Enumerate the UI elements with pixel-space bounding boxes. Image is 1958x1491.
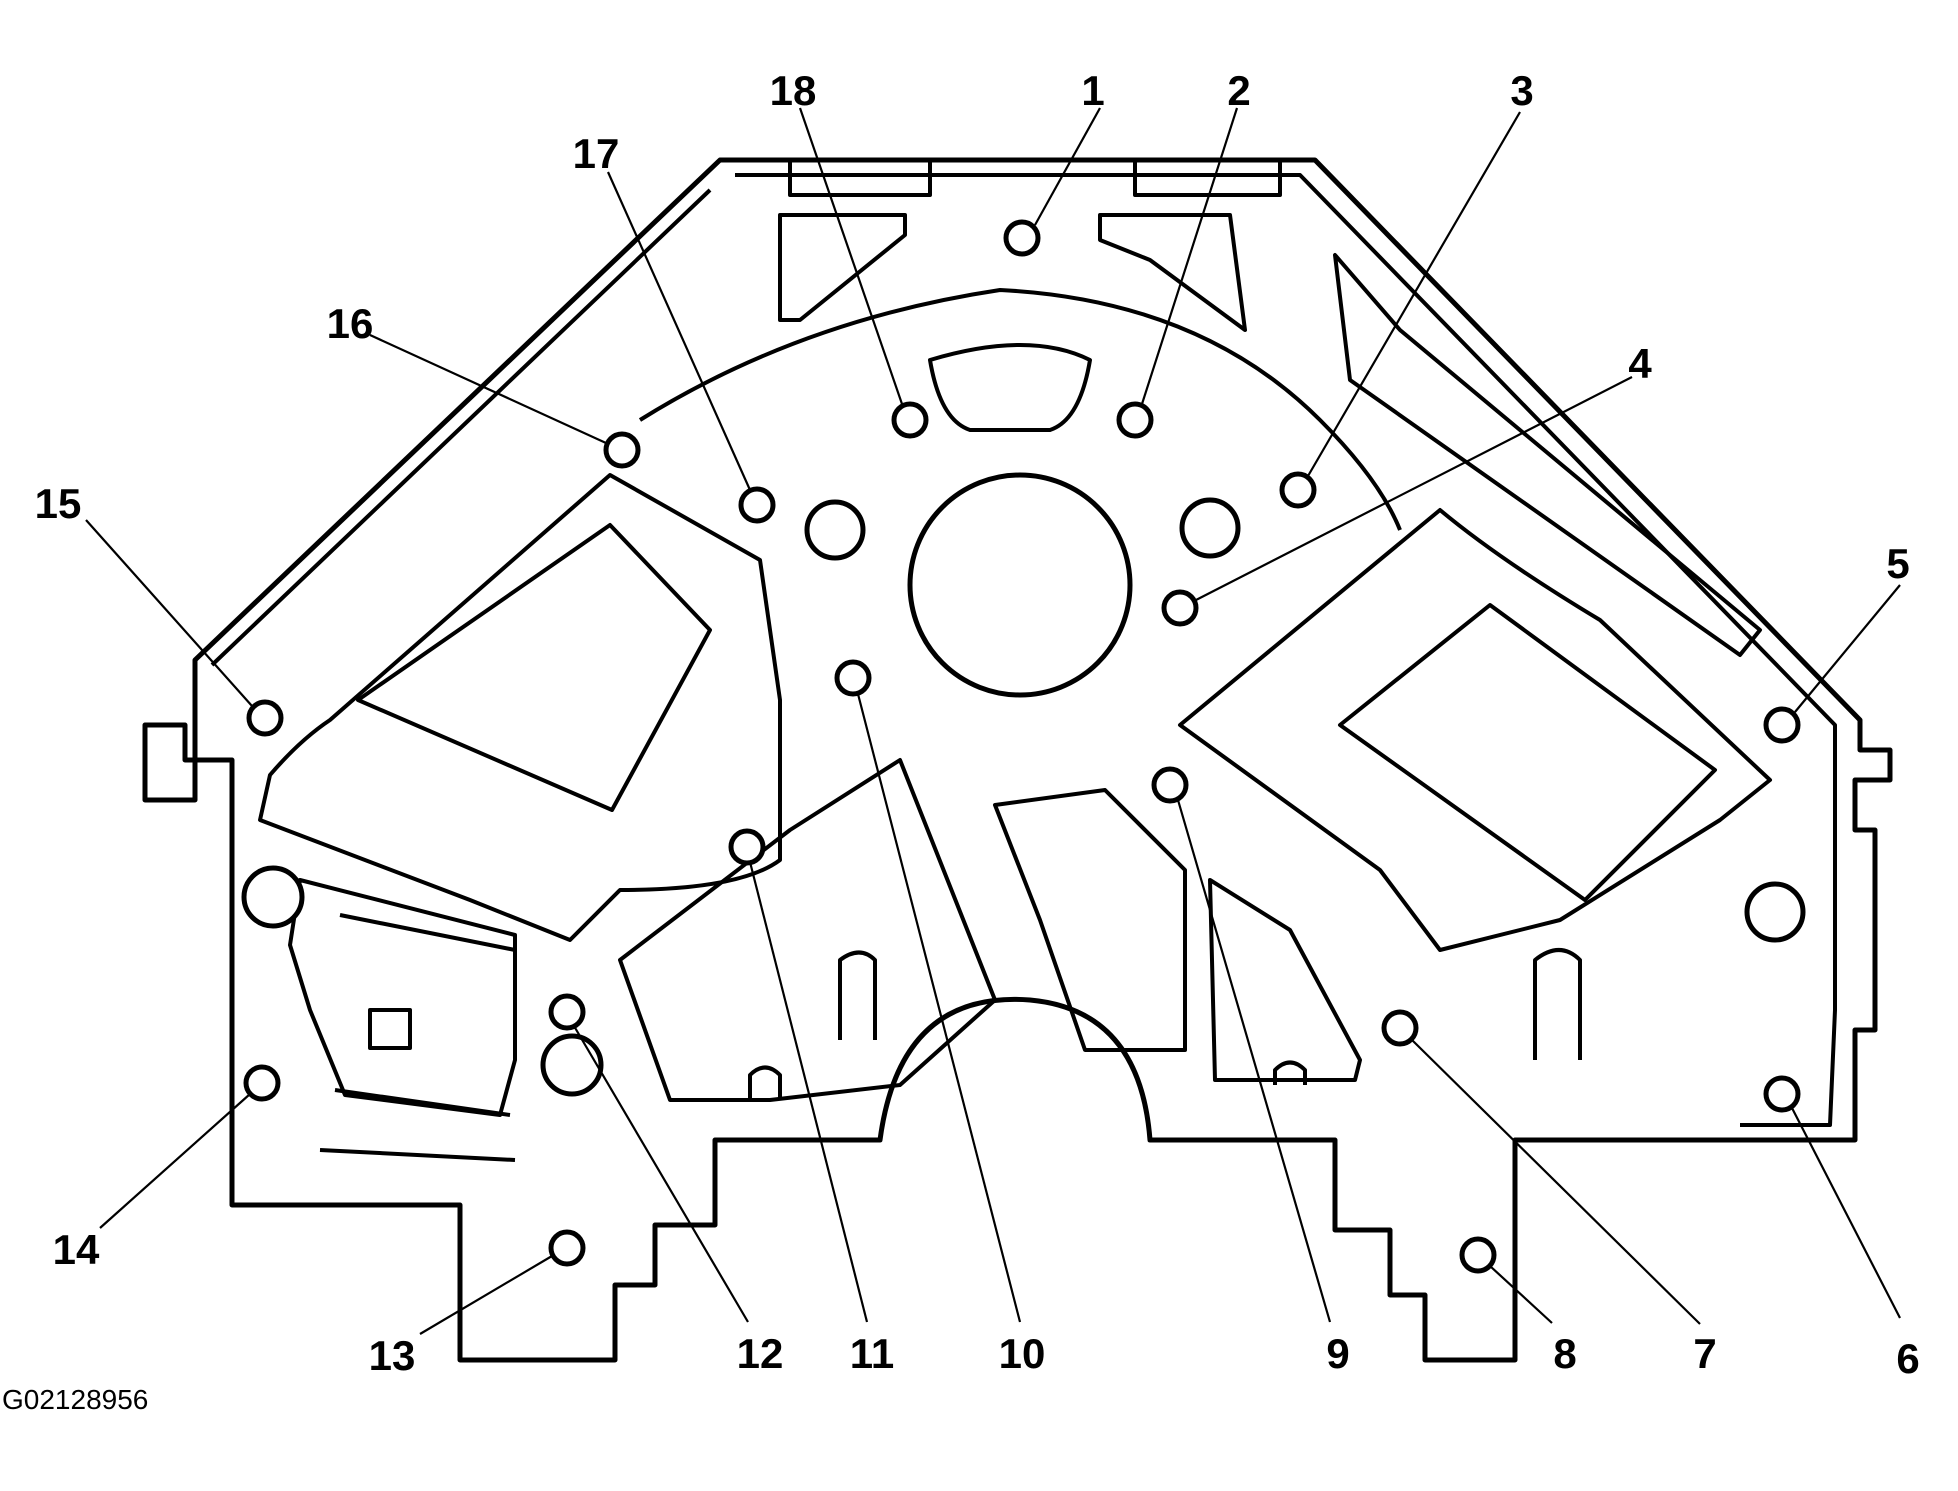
lower-right-cutout xyxy=(1208,878,1362,1082)
bolt-hole-7 xyxy=(1381,1009,1419,1047)
bolt-hole-8 xyxy=(1459,1236,1497,1274)
leader-14 xyxy=(99,1093,251,1229)
bolt-hole-12 xyxy=(548,993,586,1031)
top-slot-1 xyxy=(788,160,932,197)
leader-10 xyxy=(856,693,1022,1323)
bolt-holes xyxy=(243,219,1801,1274)
callout-4: 4 xyxy=(1628,340,1652,387)
bolt-hole-16 xyxy=(603,431,641,469)
bolt-hole-15 xyxy=(246,699,284,737)
callout-3: 3 xyxy=(1510,67,1533,114)
bolt-hole-17 xyxy=(738,486,776,524)
callout-labels: 1 2 3 4 5 6 7 8 9 10 11 12 13 14 15 16 1… xyxy=(35,67,1920,1382)
block-outline xyxy=(142,157,1893,1363)
callout-17: 17 xyxy=(573,130,620,177)
callout-14: 14 xyxy=(53,1226,100,1273)
leader-4 xyxy=(1195,376,1633,601)
upper-web xyxy=(638,288,1402,531)
bolt-hole-3 xyxy=(1279,471,1317,509)
dowel-hole-left-mid xyxy=(241,865,305,929)
leader-16 xyxy=(369,333,607,445)
lower-center-web xyxy=(618,758,997,1102)
callout-9: 9 xyxy=(1326,1330,1349,1377)
lower-left-square xyxy=(368,1008,412,1050)
leader-17 xyxy=(606,171,752,491)
callout-7: 7 xyxy=(1693,1330,1716,1377)
bolt-hole-13 xyxy=(548,1229,586,1267)
callout-18: 18 xyxy=(770,67,817,114)
bolt-hole-6 xyxy=(1763,1075,1801,1113)
main-bore xyxy=(907,472,1133,698)
top-slot-2 xyxy=(1133,160,1282,197)
callout-15: 15 xyxy=(35,480,82,527)
leader-15 xyxy=(85,519,253,707)
leader-5 xyxy=(1794,584,1901,713)
bolt-hole-9 xyxy=(1151,766,1189,804)
upper-cutout xyxy=(928,343,1092,432)
top-pocket-left xyxy=(778,213,907,322)
lower-left-ribs xyxy=(319,913,516,1162)
bolt-hole-5 xyxy=(1763,706,1801,744)
leader-13 xyxy=(419,1255,553,1335)
bolt-hole-14 xyxy=(243,1064,281,1102)
leader-lines xyxy=(85,107,1901,1335)
bolt-hole-11 xyxy=(728,828,766,866)
callout-6: 6 xyxy=(1896,1335,1919,1382)
callout-2: 2 xyxy=(1227,67,1250,114)
callout-16: 16 xyxy=(327,300,374,347)
lower-left-pocket xyxy=(288,878,517,1117)
callout-12: 12 xyxy=(737,1330,784,1377)
callout-11: 11 xyxy=(850,1330,894,1377)
callout-10: 10 xyxy=(999,1330,1046,1377)
leader-12 xyxy=(573,1025,749,1323)
leader-3 xyxy=(1307,111,1521,477)
leader-18 xyxy=(798,107,904,405)
bolt-hole-10 xyxy=(834,659,872,697)
left-bank-window xyxy=(356,523,712,812)
callout-1: 1 xyxy=(1081,67,1104,114)
leader-9 xyxy=(1176,799,1332,1323)
lower-center-slots xyxy=(748,948,1582,1100)
leader-7 xyxy=(1411,1039,1701,1325)
bolt-hole-1 xyxy=(1003,219,1041,257)
dowel-hole-left-upper xyxy=(804,499,866,561)
right-upper-rib xyxy=(1333,253,1762,657)
bolt-hole-4 xyxy=(1161,589,1199,627)
leader-8 xyxy=(1489,1265,1553,1324)
lower-center-cutout xyxy=(993,788,1187,1052)
dowel-hole-right-mid xyxy=(1744,881,1806,943)
figure-id-label: G02128956 xyxy=(2,1384,149,1415)
leader-6 xyxy=(1791,1107,1901,1319)
block-inner-outline xyxy=(210,173,1837,1127)
callout-8: 8 xyxy=(1553,1330,1576,1377)
leader-2 xyxy=(1140,107,1239,405)
callout-5: 5 xyxy=(1886,540,1909,587)
leader-11 xyxy=(748,861,869,1323)
dowel-hole-left-low xyxy=(540,1033,604,1097)
leader-1 xyxy=(1034,107,1101,226)
dowel-hole-right-upper xyxy=(1179,497,1241,559)
bolt-hole-18 xyxy=(891,401,929,439)
bolt-hole-2 xyxy=(1116,401,1154,439)
top-pocket-right xyxy=(1098,213,1247,332)
right-bank-web xyxy=(1178,508,1772,952)
callout-13: 13 xyxy=(369,1332,416,1379)
right-bank-window xyxy=(1338,603,1717,902)
